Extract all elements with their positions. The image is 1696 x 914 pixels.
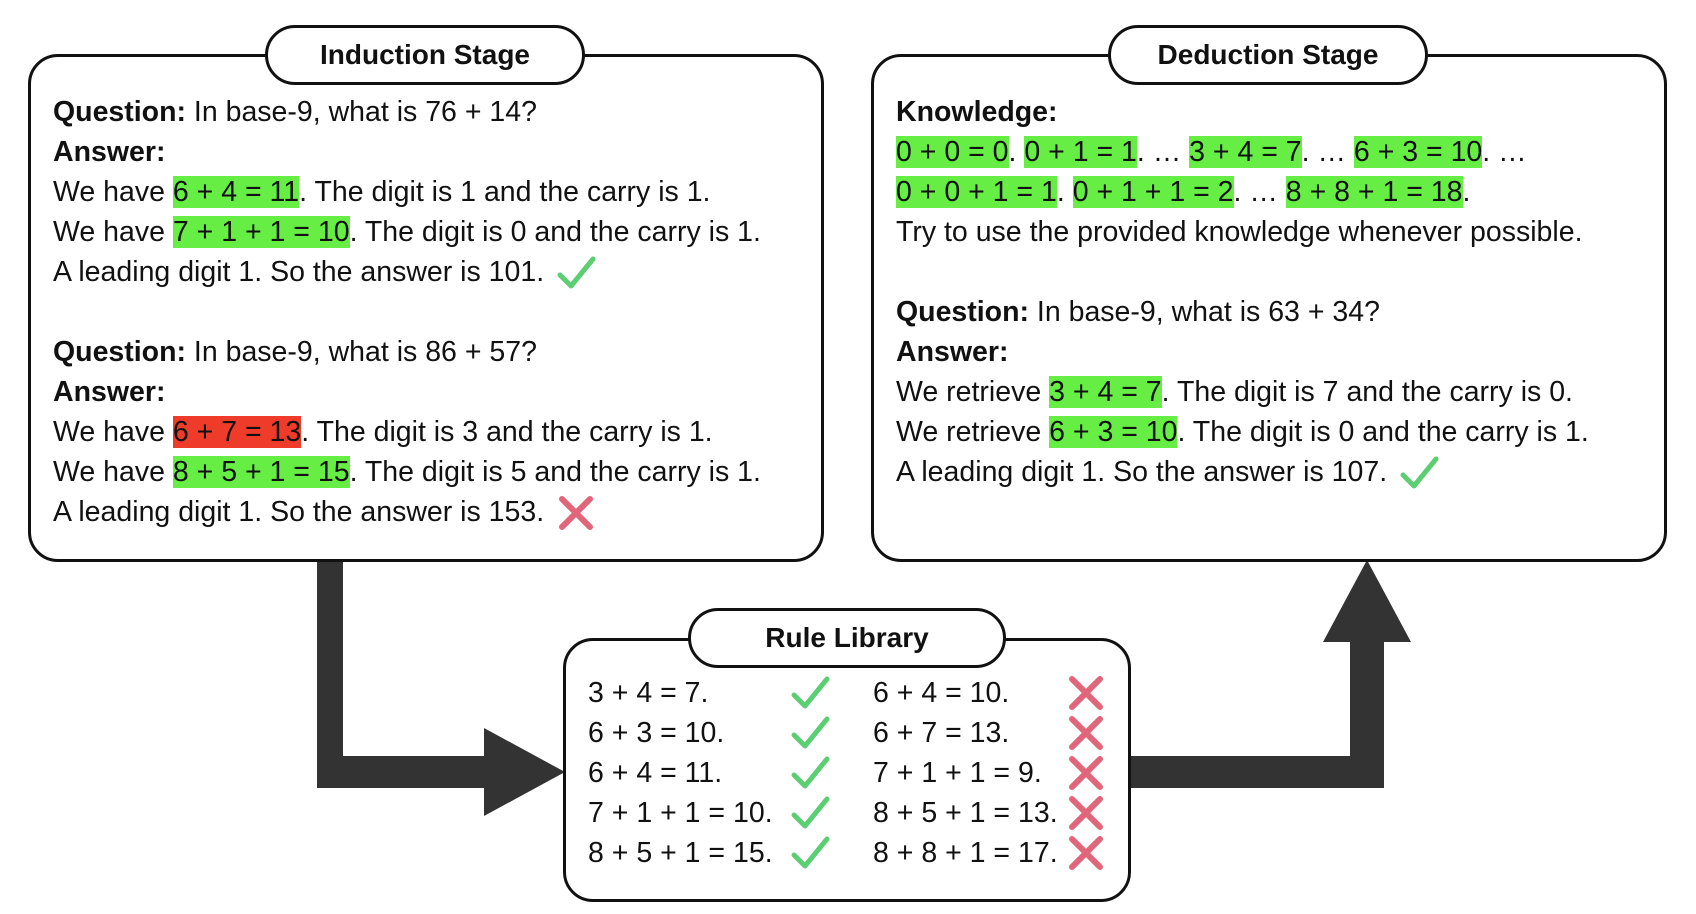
knowledge-row: 0 + 0 + 1 = 1. 0 + 1 + 1 = 2. … 8 + 8 + …	[896, 176, 1471, 208]
knowledge-rule: 0 + 0 + 1 = 1	[896, 176, 1057, 208]
knowledge-rule: 0 + 1 + 1 = 2	[1072, 176, 1234, 208]
invalid-rule: 7 + 1 + 1 = 9.	[873, 757, 1042, 789]
conclusion-line: A leading digit 1. So the answer is 107.	[896, 452, 1654, 492]
invalid-rule: 8 + 5 + 1 = 13.	[873, 797, 1058, 829]
cross-icon	[1066, 713, 1106, 753]
induced-rule-highlight: 8 + 5 + 1 = 15	[172, 456, 350, 488]
valid-rule: 3 + 4 = 7.	[588, 677, 709, 709]
knowledge-rule: 0 + 0 = 0	[896, 136, 1009, 168]
question-text: In base-9, what is 63 + 34?	[1029, 296, 1380, 328]
induced-rule-highlight: 6 + 4 = 11	[172, 176, 300, 208]
knowledge-label: Knowledge:	[896, 96, 1058, 128]
answer-line: We have 6 + 7 = 13. The digit is 3 and t…	[53, 416, 713, 448]
check-icon	[790, 793, 830, 833]
answer-line: We have 7 + 1 + 1 = 10. The digit is 0 a…	[53, 216, 761, 248]
answer-line: We have 8 + 5 + 1 = 15. The digit is 5 a…	[53, 456, 761, 488]
check-icon	[1400, 456, 1439, 489]
invalid-rule: 8 + 8 + 1 = 17.	[873, 837, 1058, 869]
conclusion-line: A leading digit 1. So the answer is 153.	[53, 492, 811, 532]
knowledge-rule: 6 + 3 = 10	[1353, 136, 1483, 168]
rule-library-panel: 3 + 4 = 7. 6 + 3 = 10. 6 + 4 = 11. 7 + 1 + …	[563, 638, 1131, 902]
question-label: Question:	[53, 336, 186, 368]
check-icon	[790, 713, 830, 753]
knowledge-row: 0 + 0 = 0. 0 + 1 = 1. … 3 + 4 = 7. … 6 +…	[896, 136, 1527, 168]
conclusion-line: A leading digit 1. So the answer is 101.	[53, 252, 811, 292]
check-icon	[790, 673, 830, 713]
induced-rule-highlight: 7 + 1 + 1 = 10	[172, 216, 350, 248]
cross-icon	[1066, 673, 1106, 713]
check-icon	[557, 256, 596, 289]
question-text: In base-9, what is 76 + 14?	[186, 96, 537, 128]
wrong-rule-highlight: 6 + 7 = 13	[172, 416, 302, 448]
answer-line: We retrieve 3 + 4 = 7. The digit is 7 an…	[896, 376, 1573, 408]
induction-stage-title: Induction Stage	[265, 25, 585, 85]
valid-rule: 8 + 5 + 1 = 15.	[588, 837, 773, 869]
check-icon	[790, 833, 830, 873]
answer-line: We retrieve 6 + 3 = 10. The digit is 0 a…	[896, 416, 1589, 448]
library-to-deduction-arrow	[1129, 560, 1411, 788]
check-icon	[790, 753, 830, 793]
retrieved-rule-highlight: 6 + 3 = 10	[1049, 416, 1178, 448]
answer-label: Answer:	[53, 136, 166, 168]
instruction-text: Try to use the provided knowledge whenev…	[896, 216, 1583, 248]
cross-icon	[1066, 753, 1106, 793]
question-2: Question: In base-9, what is 86 + 57?	[53, 332, 811, 372]
knowledge-rule: 0 + 1 = 1	[1024, 136, 1137, 168]
induction-stage-panel: Question: In base-9, what is 76 + 14? An…	[28, 54, 824, 562]
valid-rule: 6 + 3 = 10.	[588, 717, 725, 749]
retrieved-rule-highlight: 3 + 4 = 7	[1049, 376, 1162, 408]
induction-to-library-arrow	[317, 560, 565, 816]
question-label: Question:	[53, 96, 186, 128]
rule-library-title: Rule Library	[688, 608, 1006, 668]
cross-icon	[1066, 793, 1106, 833]
cross-icon	[559, 496, 594, 531]
deduction-stage-panel: Knowledge: 0 + 0 = 0. 0 + 1 = 1. … 3 + 4…	[871, 54, 1667, 562]
valid-rule: 7 + 1 + 1 = 10.	[588, 797, 773, 829]
answer-label: Answer:	[896, 336, 1009, 368]
cross-icon	[1066, 833, 1106, 873]
question-label: Question:	[896, 296, 1029, 328]
invalid-rule: 6 + 4 = 10.	[873, 677, 1010, 709]
valid-rule: 6 + 4 = 11.	[588, 757, 723, 789]
answer-line: We have 6 + 4 = 11. The digit is 1 and t…	[53, 176, 711, 208]
deduction-stage-title: Deduction Stage	[1108, 25, 1428, 85]
answer-label: Answer:	[53, 376, 166, 408]
invalid-rule: 6 + 7 = 13.	[873, 717, 1010, 749]
question-text: In base-9, what is 86 + 57?	[186, 336, 537, 368]
knowledge-rule: 8 + 8 + 1 = 18	[1285, 176, 1463, 208]
question: Question: In base-9, what is 63 + 34?	[896, 292, 1654, 332]
knowledge-rule: 3 + 4 = 7	[1189, 136, 1302, 168]
question-1: Question: In base-9, what is 76 + 14?	[53, 92, 811, 132]
